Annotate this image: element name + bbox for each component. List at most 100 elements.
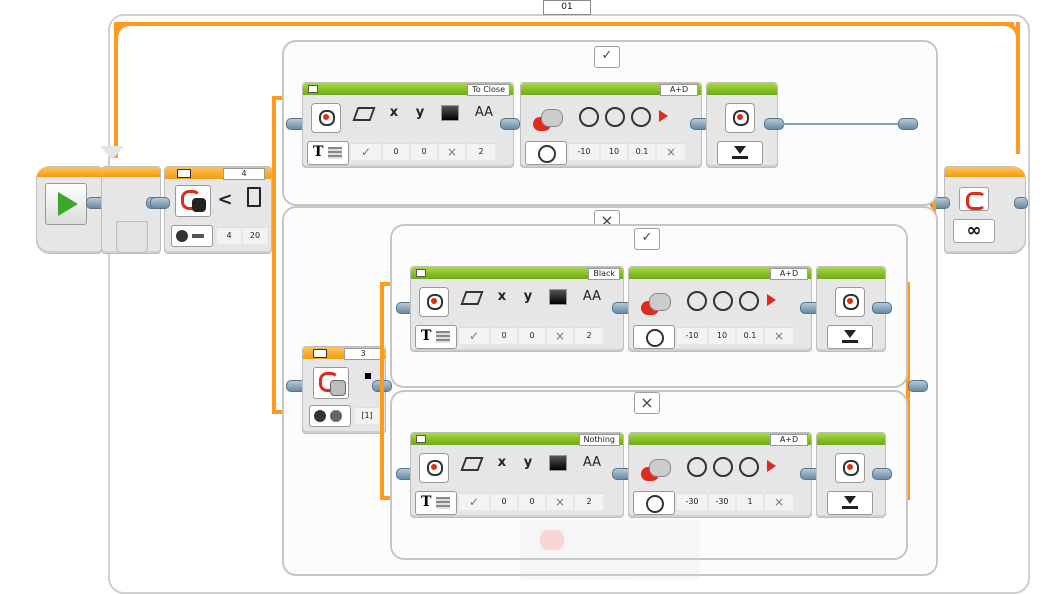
inner-switch-port-label[interactable]: 3 bbox=[344, 348, 382, 360]
rotations-mode-icon bbox=[538, 145, 556, 163]
brick-mode-button[interactable] bbox=[717, 141, 763, 165]
outer-switch-param-threshold[interactable]: 20 bbox=[243, 227, 267, 244]
outer-switch-mode-button[interactable] bbox=[171, 225, 213, 247]
motor-ports-3[interactable]: A+D bbox=[770, 434, 808, 446]
display1-output-connector[interactable] bbox=[500, 118, 520, 130]
motor-param-left[interactable]: -10 bbox=[677, 327, 707, 344]
display-param-clear[interactable]: ✓ bbox=[351, 143, 381, 160]
display-brick-icon bbox=[311, 103, 341, 133]
sensor-loop-icon bbox=[319, 372, 339, 392]
inner-switch-merge-connector[interactable] bbox=[908, 380, 928, 392]
motor-param-right[interactable]: 10 bbox=[709, 327, 735, 344]
display-mode-button[interactable]: T bbox=[415, 491, 457, 515]
outer-switch-block[interactable]: 4 < 4 20 bbox=[164, 166, 272, 254]
rotations-icon bbox=[739, 291, 759, 311]
motor-param-brake[interactable]: × bbox=[657, 143, 685, 160]
motor-mode-button[interactable] bbox=[633, 491, 675, 515]
display-param-clear[interactable]: ✓ bbox=[459, 327, 489, 344]
y-label: y bbox=[523, 455, 533, 470]
row1-exit-connector[interactable] bbox=[898, 118, 918, 130]
ghost-motor-block bbox=[520, 520, 700, 580]
start-play-button[interactable] bbox=[45, 183, 87, 225]
display-title-2[interactable]: Black bbox=[588, 268, 620, 280]
display-param-size[interactable]: 2 bbox=[575, 493, 603, 510]
motor-ports-1[interactable]: A+D bbox=[660, 84, 698, 96]
cm-unit-icon bbox=[192, 234, 204, 238]
display-header-icon bbox=[416, 435, 426, 443]
outer-switch-param-port[interactable]: 4 bbox=[217, 227, 241, 244]
display-param-x[interactable]: 0 bbox=[491, 493, 517, 510]
threshold-icon bbox=[247, 187, 261, 207]
brick-icon bbox=[835, 287, 865, 317]
display-param-x[interactable]: 0 bbox=[491, 327, 517, 344]
inner-case-false-button[interactable]: × bbox=[634, 392, 660, 414]
motor-param-right[interactable]: -30 bbox=[709, 493, 735, 510]
display-param-size[interactable]: 2 bbox=[467, 143, 495, 160]
loop-corner-left bbox=[114, 22, 136, 44]
display-param-y[interactable]: 0 bbox=[411, 143, 437, 160]
loop-start-tab bbox=[116, 221, 148, 253]
brick-mode-button[interactable] bbox=[827, 325, 873, 349]
outer-switch-port-icon bbox=[177, 169, 191, 178]
outer-switch-branch-bottom bbox=[272, 410, 286, 414]
brick2-output-connector[interactable] bbox=[872, 302, 892, 314]
display-block-2[interactable]: Black x y AA T ✓ 0 0 × 2 bbox=[410, 266, 624, 352]
compare-symbol: < bbox=[217, 189, 233, 210]
motor-block-2[interactable]: A+D -10 10 0.1 × bbox=[628, 266, 812, 352]
inner-switch-mode-button[interactable] bbox=[309, 405, 351, 427]
brick-icon bbox=[835, 453, 865, 483]
motor-param-left[interactable]: -10 bbox=[569, 143, 599, 160]
motor-mode-button[interactable] bbox=[525, 141, 567, 165]
loop-label[interactable]: 01 bbox=[543, 0, 591, 15]
motor-ports-2[interactable]: A+D bbox=[770, 268, 808, 280]
brick-icon bbox=[725, 103, 755, 133]
inner-case-true-button[interactable]: ✓ bbox=[634, 228, 660, 250]
display-param-x[interactable]: 0 bbox=[383, 143, 409, 160]
motor-param-brake[interactable]: × bbox=[765, 327, 793, 344]
inner-switch-sensor-icon[interactable] bbox=[313, 367, 349, 399]
motor-block-1[interactable]: A+D -10 10 0.1 × bbox=[520, 82, 702, 168]
inner-switch-param-port[interactable]: [1] bbox=[355, 407, 379, 424]
motor-param-rotations[interactable]: 0.1 bbox=[737, 327, 763, 344]
motor-param-seconds[interactable]: 1 bbox=[737, 493, 763, 510]
display-title-3[interactable]: Nothing bbox=[578, 434, 620, 446]
loop-infinity-button[interactable]: ∞ bbox=[953, 219, 995, 243]
display-param-color[interactable]: × bbox=[439, 143, 465, 160]
outer-switch-port-label[interactable]: 4 bbox=[223, 168, 265, 180]
display-title-1[interactable]: To Close bbox=[467, 84, 510, 96]
display-mode-button[interactable]: T bbox=[307, 141, 349, 165]
color-icon bbox=[549, 455, 567, 471]
brick1-output-connector[interactable] bbox=[764, 118, 784, 130]
x-label: x bbox=[497, 455, 507, 470]
display-block-1[interactable]: To Close x y AA T ✓ 0 0 × 2 bbox=[302, 82, 514, 168]
motor-mode-button[interactable] bbox=[633, 325, 675, 349]
brick-mode-button[interactable] bbox=[827, 491, 873, 515]
loop-end-output-connector[interactable] bbox=[1014, 197, 1028, 209]
display-param-y[interactable]: 0 bbox=[519, 327, 545, 344]
display-block-3[interactable]: Nothing x y AA T ✓ 0 0 × 2 bbox=[410, 432, 624, 518]
display-param-color[interactable]: × bbox=[547, 493, 573, 510]
font-size-label: AA bbox=[582, 455, 602, 470]
tank-motor-icon bbox=[533, 105, 563, 135]
display-param-clear[interactable]: ✓ bbox=[459, 493, 489, 510]
loop-mode-button[interactable] bbox=[959, 187, 989, 211]
outer-switch-sensor-icon[interactable] bbox=[175, 185, 211, 217]
motor-param-rotations[interactable]: 0.1 bbox=[629, 143, 655, 160]
speed-left-icon bbox=[687, 457, 707, 477]
compare-mode-icon bbox=[314, 410, 326, 422]
brick3-output-connector[interactable] bbox=[872, 468, 892, 480]
outer-case-true-button[interactable]: ✓ bbox=[594, 46, 620, 68]
motor-param-right[interactable]: 10 bbox=[601, 143, 627, 160]
motor-param-brake[interactable]: × bbox=[765, 493, 793, 510]
display-mode-button[interactable]: T bbox=[415, 325, 457, 349]
download-icon bbox=[734, 146, 746, 154]
y-label: y bbox=[523, 289, 533, 304]
display-param-color[interactable]: × bbox=[547, 327, 573, 344]
start-block[interactable] bbox=[36, 166, 102, 254]
motor-block-3[interactable]: A+D -30 -30 1 × bbox=[628, 432, 812, 518]
display-param-y[interactable]: 0 bbox=[519, 493, 545, 510]
outer-switch-input-connector[interactable] bbox=[150, 197, 170, 209]
motor-param-left[interactable]: -30 bbox=[677, 493, 707, 510]
color-icon bbox=[441, 105, 459, 121]
display-param-size[interactable]: 2 bbox=[575, 327, 603, 344]
